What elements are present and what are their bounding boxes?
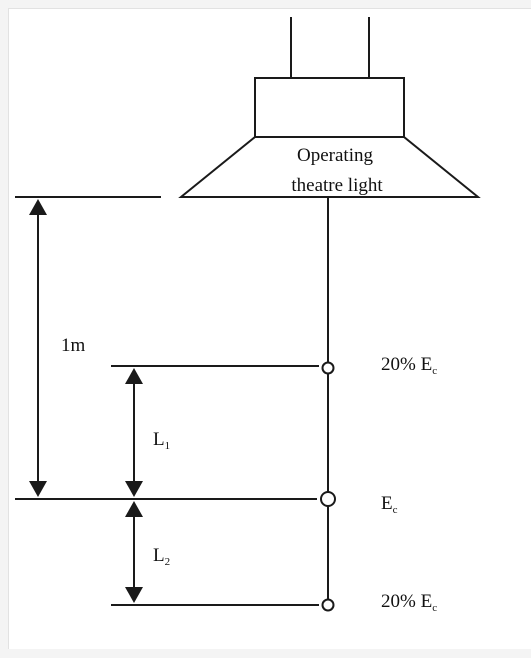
lamp-housing xyxy=(254,77,405,138)
measurement-point-20pct-top xyxy=(321,361,335,375)
arrowhead-1m-bottom xyxy=(29,481,47,497)
l1-label-sub: 1 xyxy=(164,440,171,452)
light-label-line2: theatre light xyxy=(291,175,383,196)
distance-1m-label: 1m xyxy=(61,335,86,356)
measurement-point-ec xyxy=(320,491,336,507)
arrowhead-1m-top xyxy=(29,199,47,215)
arrowhead-l1-bottom xyxy=(125,481,143,497)
bottom-point-label: 20% Ec xyxy=(381,592,437,614)
measurement-point-20pct-bottom xyxy=(321,598,335,612)
l2-label: L2 xyxy=(153,546,170,568)
light-label-line1: Operating xyxy=(297,145,373,166)
diagram-svg xyxy=(15,17,481,612)
mid-point-label-main: E xyxy=(381,493,393,514)
diagram-canvas: Operating theatre light 1m L1 L2 20% Ec … xyxy=(8,8,531,649)
bottom-point-label-sub: c xyxy=(432,602,438,614)
l1-label: L1 xyxy=(153,430,170,452)
top-point-label-sub: c xyxy=(432,365,438,377)
mid-point-label-sub: c xyxy=(392,504,398,516)
bottom-point-label-main: 20% E xyxy=(381,591,433,612)
l1-label-main: L xyxy=(153,429,165,450)
arrowhead-l2-top xyxy=(125,501,143,517)
mid-point-label: Ec xyxy=(381,494,398,516)
arrowhead-l1-top xyxy=(125,368,143,384)
l2-label-sub: 2 xyxy=(164,556,171,568)
top-point-label-main: 20% E xyxy=(381,354,433,375)
arrowhead-l2-bottom xyxy=(125,587,143,603)
top-point-label: 20% Ec xyxy=(381,355,437,377)
l2-label-main: L xyxy=(153,545,165,566)
lamp-shade xyxy=(178,136,481,198)
